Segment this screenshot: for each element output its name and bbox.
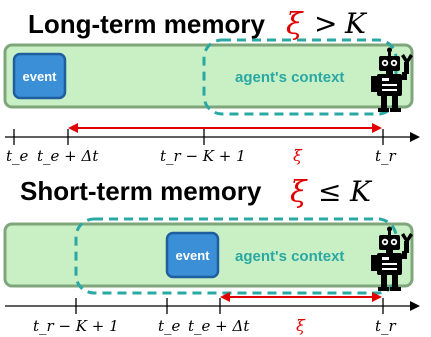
top-k-symbol: K [344,7,368,40]
bottom-panel: Short-term memory ξ ≤ K event agent's co… [3,175,420,335]
bottom-span-label: ξ [296,316,306,335]
top-panel: Long-term memory ξ > K event agent's con… [3,7,420,165]
top-title: Long-term memory [28,9,265,39]
bottom-event-box [165,231,220,279]
top-greater-than: > [314,7,337,40]
bottom-tick-label-tr-k: t_r − K + 1 [33,317,119,335]
top-event-box [12,52,67,100]
bottom-k-symbol: K [349,175,373,208]
bottom-xi-symbol: ξ [290,175,308,210]
bottom-leq: ≤ [318,175,341,208]
bottom-title: Short-term memory [20,176,262,206]
bottom-tick-label-tr: t_r [375,317,397,335]
top-tick-label-tr: t_r [375,147,397,165]
bottom-tick-label-te: t_e [158,317,181,335]
top-tick-label-te-dt: t_e + Δt [37,147,99,165]
top-tick-label-te: t_e [6,147,29,165]
bottom-tick-label-te-dt: t_e + Δt [188,317,250,335]
bottom-event-label: event [176,248,211,263]
bottom-context-label: agent's context [235,248,344,265]
top-context-label: agent's context [235,69,344,86]
top-span-label: ξ [293,146,303,165]
top-xi-symbol: ξ [286,7,304,42]
top-event-label: event [23,69,58,84]
top-tick-label-tr-k: t_r − K + 1 [160,147,246,165]
